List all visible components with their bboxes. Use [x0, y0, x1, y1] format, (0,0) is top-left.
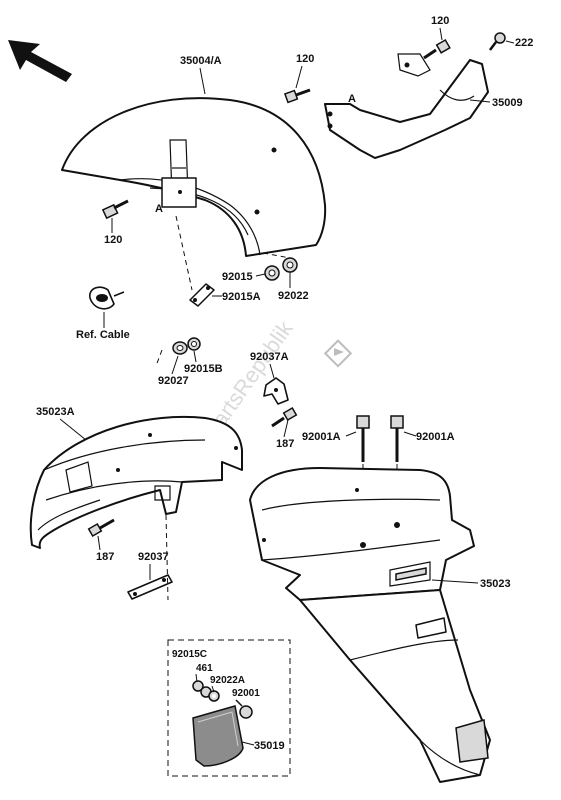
reflector-inset: [167, 639, 291, 777]
reflector-35019: [192, 705, 244, 767]
label-clamp-92037a: 92037A: [250, 351, 289, 363]
label-bolt-120-lower: 120: [104, 234, 122, 246]
rear-fender: [249, 467, 491, 783]
label-rear-fender-front: 35023A: [36, 406, 75, 418]
bolt-120-lower: [101, 199, 129, 220]
label-bolt-92001a-right: 92001A: [416, 431, 455, 443]
washer-92027: [172, 341, 188, 355]
nut-92015: [264, 265, 280, 281]
screw-222: [489, 32, 506, 51]
label-part-461: 461: [196, 663, 213, 674]
nut-92015b: [187, 337, 201, 351]
ref-cable-clip: [89, 286, 125, 310]
upper-bracket: [324, 53, 489, 159]
rear-fender-front-section: [29, 415, 243, 549]
front-fender: [61, 97, 327, 257]
label-washer-92027: 92027: [158, 375, 189, 387]
bolt-120-upper-right: [423, 39, 451, 60]
screw-92001: [235, 699, 253, 719]
strap-92037: [127, 574, 173, 600]
label-bolt-187-upper: 187: [276, 438, 294, 450]
label-strap-92037: 92037: [138, 551, 169, 563]
label-bolt-92001a-left: 92001A: [302, 431, 341, 443]
front-direction-arrow-icon: [8, 40, 72, 82]
bolt-187-upper: [271, 407, 298, 428]
label-nut-92015: 92015: [222, 271, 253, 283]
label-bolt-120-upper-middle: 120: [296, 53, 314, 65]
label-bolt-120-upper-right: 120: [431, 15, 449, 27]
label-nut-92015b: 92015B: [184, 363, 223, 375]
label-nut-92015c: 92015C: [172, 649, 207, 660]
nut-92022a: [208, 690, 220, 702]
label-nut-92022a: 92022A: [210, 675, 245, 686]
label-screw-92001: 92001: [232, 688, 260, 699]
label-rear-fender: 35023: [480, 578, 511, 590]
label-marker-a-lower: A: [155, 203, 163, 215]
clamp-92037a: [263, 377, 289, 405]
label-reflector-35019: 35019: [254, 740, 285, 752]
label-bracket-35009: 35009: [492, 97, 523, 109]
bolt-92001a-right: [390, 415, 404, 462]
label-nut-92022: 92022: [278, 290, 309, 302]
label-screw-222: 222: [515, 37, 533, 49]
bolt-187-lower: [87, 518, 115, 537]
label-bolt-187-lower: 187: [96, 551, 114, 563]
nut-92022: [282, 257, 298, 273]
label-marker-a-upper: A: [348, 93, 356, 105]
parts-republik-logo-icon: [323, 339, 353, 368]
label-front-fender: 35004/A: [180, 55, 222, 67]
plate-92015a: [189, 283, 215, 307]
label-plate-92015a: 92015A: [222, 291, 261, 303]
label-ref-cable: Ref. Cable: [76, 329, 130, 341]
nut-92015c: [192, 680, 204, 692]
bolt-92001a-left: [356, 415, 370, 462]
bolt-120-upper-middle: [283, 88, 311, 104]
